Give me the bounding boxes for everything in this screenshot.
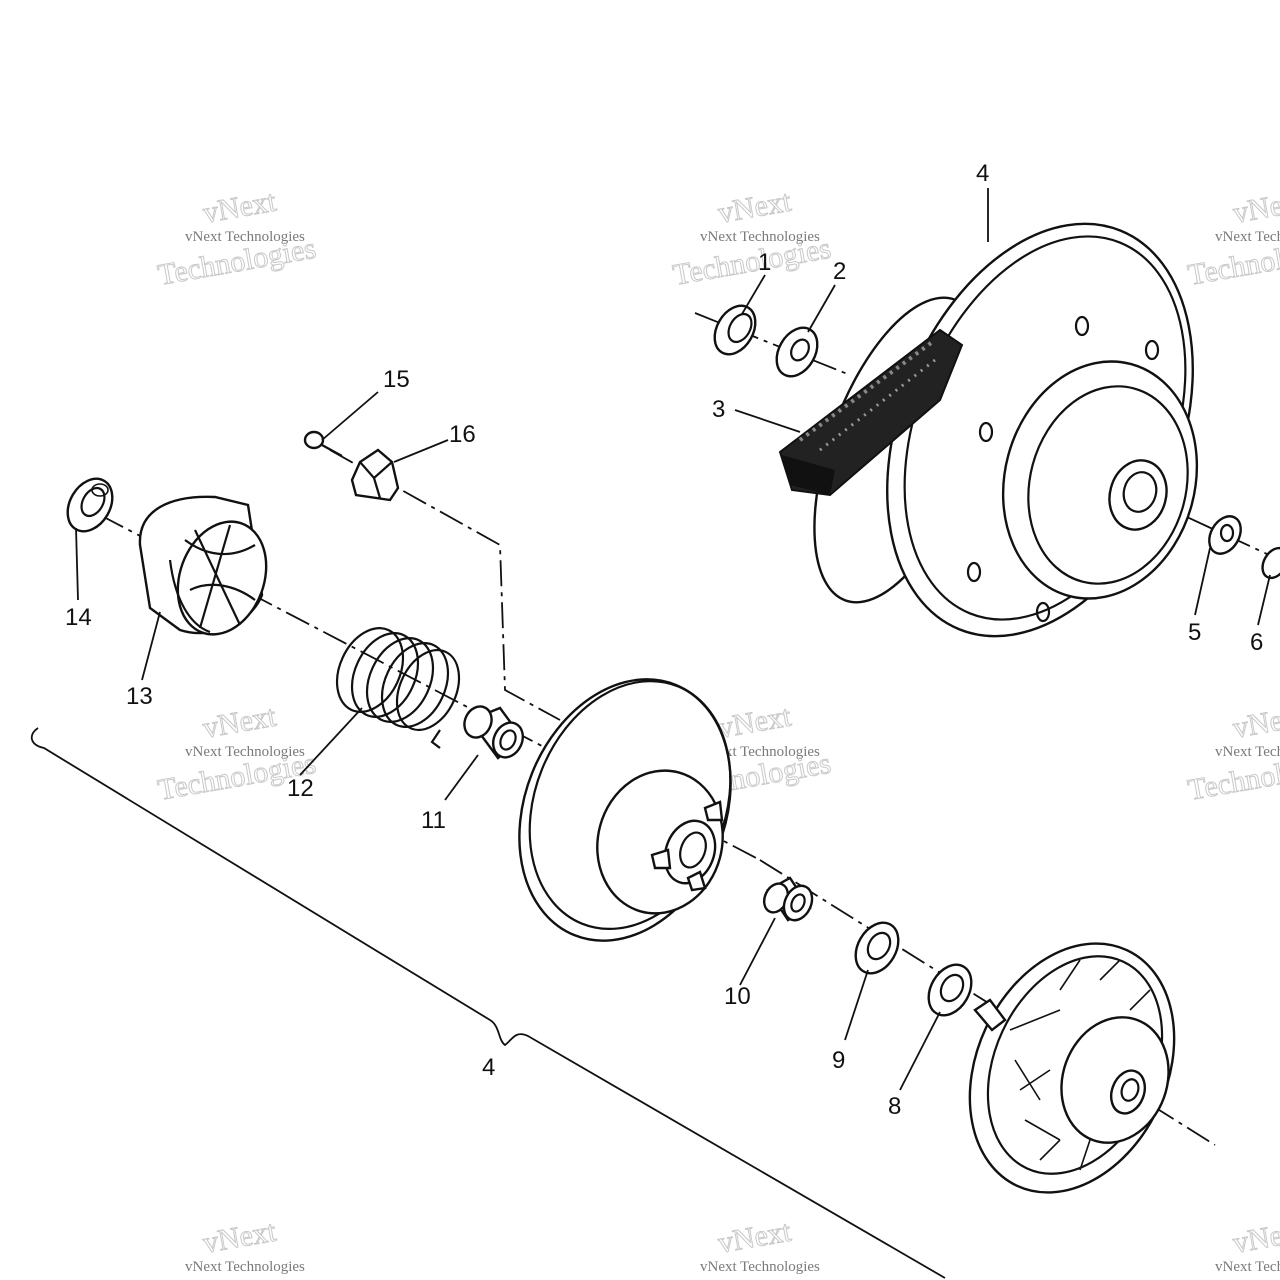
- svg-text:vNext: vNext: [200, 700, 279, 745]
- part-15-screw: [303, 430, 343, 457]
- label-part-4-bracket: 4: [482, 1054, 495, 1081]
- label-part-11: 11: [421, 807, 446, 834]
- part-6-nut: [1261, 546, 1280, 580]
- svg-text:vNext Technologies: vNext Technologies: [1215, 744, 1280, 760]
- svg-text:vNext Technologies: vNext Technologies: [700, 229, 820, 245]
- svg-text:vNext Technologies: vNext Technologies: [1215, 229, 1280, 245]
- part-16-button: [350, 448, 400, 502]
- part-8-washer: [927, 963, 973, 1017]
- watermark: vNext vNext Technologies: [185, 1214, 305, 1275]
- label-part-8: 8: [888, 1093, 901, 1120]
- part-14-seal: [66, 477, 114, 533]
- label-part-2: 2: [833, 258, 846, 285]
- label-part-9: 9: [832, 1047, 845, 1074]
- label-part-5: 5: [1188, 619, 1201, 646]
- part-2-washer: [775, 326, 819, 378]
- svg-text:vNext: vNext: [1230, 700, 1280, 745]
- part-13-spider-cam: [138, 495, 268, 636]
- part-5-washer: [1208, 515, 1242, 555]
- stationary-sheave: [968, 942, 1176, 1194]
- svg-text:vNext: vNext: [200, 1215, 279, 1260]
- part-11-bushing: [463, 705, 524, 760]
- label-part-16: 16: [449, 421, 476, 448]
- label-part-15: 15: [383, 366, 410, 393]
- svg-text:vNext: vNext: [200, 185, 279, 230]
- label-part-3: 3: [712, 396, 725, 423]
- watermark: vNext vNext Technologies Technologies: [155, 184, 319, 292]
- assembly-bracket: [30, 727, 946, 1279]
- watermark: vNext vNext Technologies Technologies: [1185, 699, 1280, 807]
- label-part-6: 6: [1250, 629, 1263, 656]
- watermark: vNext vNext Technologies Technologies: [670, 184, 834, 292]
- part-labels: 4 1 2 3 5 6 15 16 14 13 12 11 10 9 8 4: [65, 160, 1263, 1120]
- watermark: vNext vNext Technologies Technologies: [1185, 184, 1280, 292]
- svg-text:vNext Technologies: vNext Technologies: [700, 1259, 820, 1275]
- svg-text:vNext: vNext: [715, 700, 794, 745]
- label-part-4-top: 4: [976, 160, 989, 187]
- label-part-12: 12: [287, 775, 314, 802]
- svg-text:vNext Technologies: vNext Technologies: [700, 744, 820, 760]
- part-9-washer: [854, 921, 900, 975]
- label-part-13: 13: [126, 683, 153, 710]
- svg-text:vNext Technologies: vNext Technologies: [185, 744, 305, 760]
- svg-text:vNext Technologies: vNext Technologies: [185, 1259, 305, 1275]
- label-part-14: 14: [65, 604, 92, 631]
- svg-text:vNext Technologies: vNext Technologies: [1215, 1259, 1280, 1275]
- label-part-10: 10: [724, 983, 751, 1010]
- moveable-sheave: [518, 678, 732, 942]
- watermark: vNext vNext Technologies: [700, 1214, 820, 1275]
- watermark: vNext vNext Technologies: [1215, 1214, 1280, 1275]
- svg-text:vNext: vNext: [1230, 1215, 1280, 1260]
- label-part-1: 1: [758, 249, 771, 276]
- part-12-spring: [335, 627, 461, 749]
- part-1-washer: [713, 304, 757, 356]
- svg-text:vNext: vNext: [1230, 185, 1280, 230]
- svg-text:vNext: vNext: [715, 1215, 794, 1260]
- svg-text:vNext: vNext: [715, 185, 794, 230]
- leader-lines: [75, 188, 1271, 1091]
- svg-text:vNext Technologies: vNext Technologies: [185, 229, 305, 245]
- part-10-bushing: [762, 876, 814, 922]
- part-3-belt: [778, 328, 964, 497]
